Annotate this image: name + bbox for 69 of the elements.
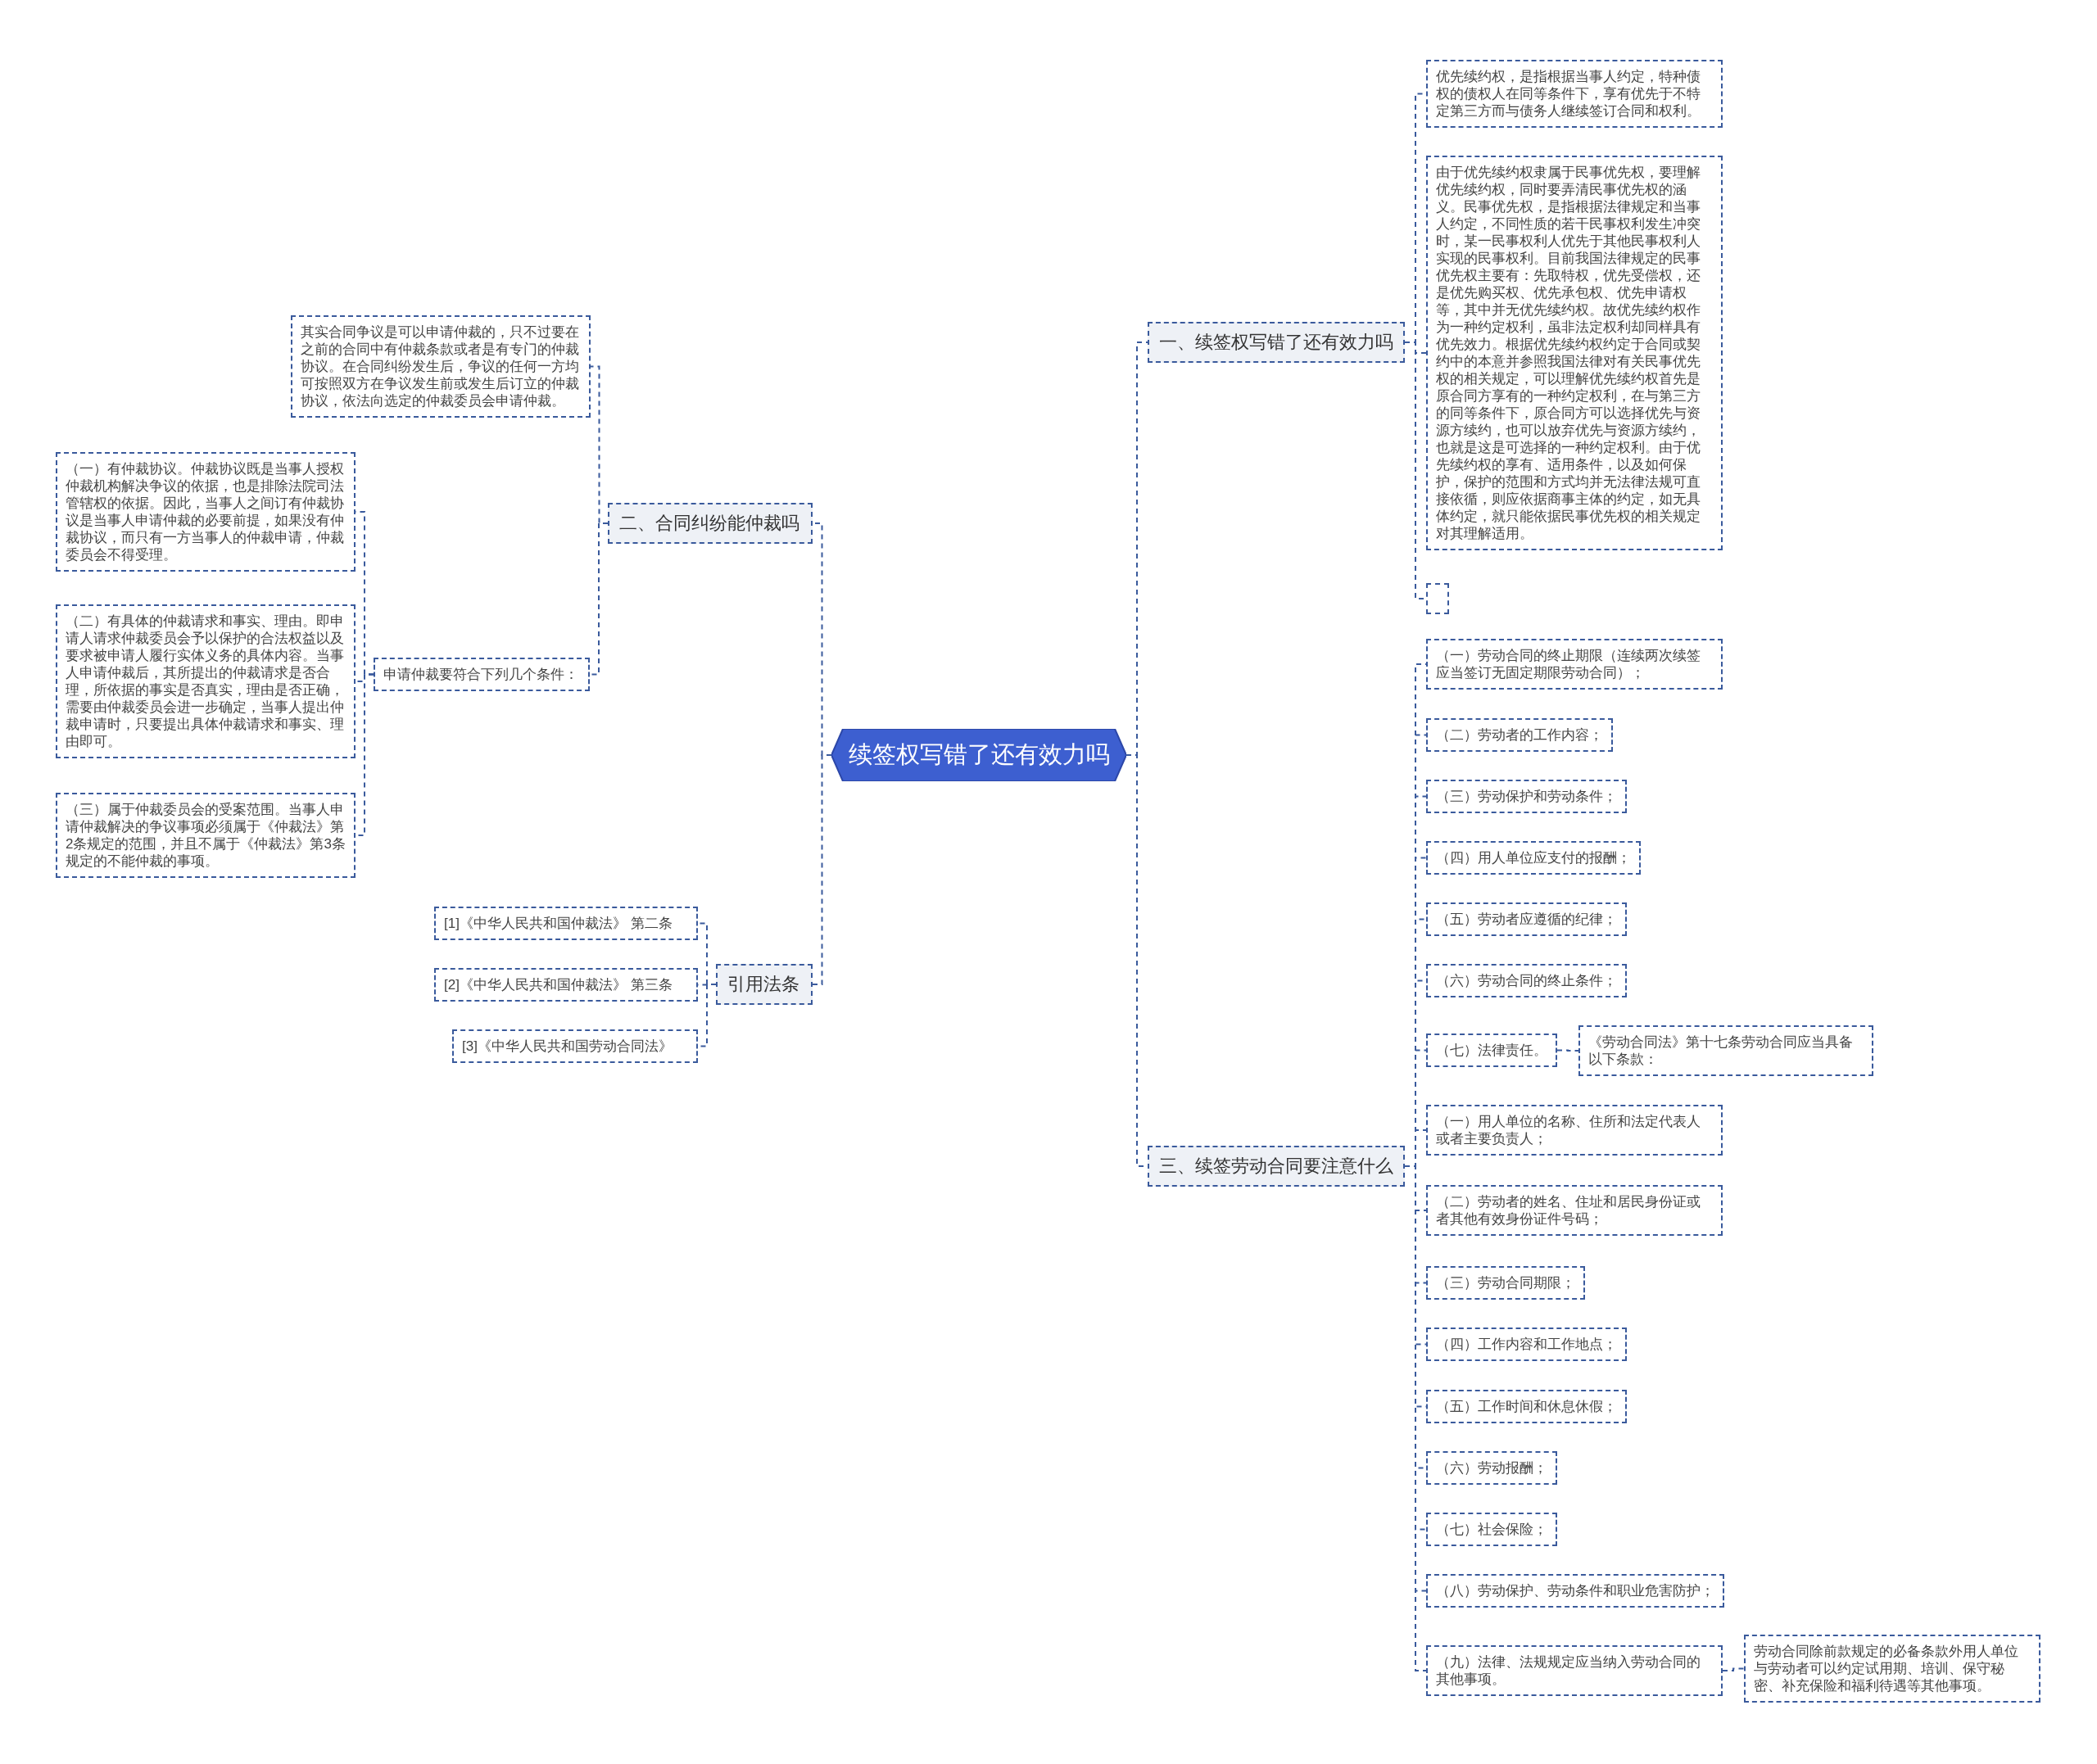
topic-box — [1148, 322, 1405, 363]
topic-box — [608, 503, 813, 544]
connector — [812, 754, 832, 985]
note-text: 其实合同争议是可以申请仲裁的，只不过要在之前的合同中有仲裁条款或者是有专门的仲裁协议。在合同纠纷发生后，争议的任何一方均可按照双方在争议发生前或发生后订立的仲裁协议，依法向选定的仲裁委员会申请仲裁。 — [301, 323, 580, 409]
note-text: （一）劳动合同的终止期限（连续两次续签应当签订无固定期限劳动合同）； — [1436, 647, 1701, 681]
note-box — [374, 658, 590, 691]
topic-text: 续签权写错了还有效力吗 — [848, 740, 1110, 770]
note-box — [1426, 964, 1627, 997]
note-box — [1426, 841, 1641, 875]
note-text: （四）工作内容和工作地点； — [1436, 1336, 1617, 1353]
note-text: [2]《中华人民共和国仲裁法》 第三条 — [444, 976, 673, 993]
note-box — [56, 452, 356, 572]
empty-box — [1426, 583, 1449, 614]
note-box — [1426, 1266, 1585, 1300]
note-text: （二）劳动者的工作内容； — [1436, 726, 1603, 744]
note-box — [1426, 1574, 1724, 1608]
note-box — [1426, 718, 1613, 752]
note-text: [3]《中华人民共和国劳动合同法》 — [462, 1038, 673, 1055]
note-box — [1426, 1645, 1723, 1696]
note-text: [1]《中华人民共和国仲裁法》 第二条 — [444, 915, 673, 932]
note-box — [452, 1029, 698, 1063]
note-text: （三）劳动保护和劳动条件； — [1436, 788, 1617, 805]
central-topic — [831, 729, 1126, 781]
topic-text: 一、续签权写错了还有效力吗 — [1159, 331, 1393, 354]
note-box — [1426, 780, 1627, 813]
topic-box — [716, 964, 813, 1005]
note-box — [1426, 902, 1627, 936]
connector — [1722, 1667, 1745, 1671]
note-text: （一）有仲裁协议。仲裁协议既是当事人授权仲裁机构解决争议的依据，也是排除法院司法管辖权的依据。因此，当事人之间订有仲裁协议是当事人申请仲裁的必要前提，如果没有仲裁协议，而只有一方当事人的仲裁申请，仲裁委员会不得受理。 — [66, 460, 345, 563]
note-box — [1426, 60, 1723, 128]
note-box — [1426, 1390, 1627, 1423]
note-text: 劳动合同除前款规定的必备条款外用人单位与劳动者可以约定试用期、培训、保守秘密、补充保险和福利待遇等其他事项。 — [1754, 1643, 2019, 1694]
note-text: （七）社会保险； — [1436, 1521, 1547, 1538]
connector — [1556, 1049, 1579, 1052]
note-box — [1426, 1513, 1557, 1546]
note-text: （八）劳动保护、劳动条件和职业危害防护； — [1436, 1582, 1714, 1599]
note-text: （二）有具体的仲裁请求和事实、理由。即申请人请求仲裁委员会予以保护的合法权益以及要求被申请人履行实体义务的具体内容。当事人申请仲裁后，其所提出的仲裁请求是否合理，所依据的事实是否真实，理由是否正确，需要由仲裁委员会进一步确定，当事人提出仲裁申请时，只要提出具体仲裁请求和事实、理由即可。 — [66, 613, 345, 750]
topic-text: 二、合同纠纷能仲裁吗 — [619, 512, 800, 535]
note-box — [1426, 1451, 1557, 1485]
note-box — [56, 604, 356, 758]
note-box — [56, 793, 356, 878]
topic-box — [1148, 1146, 1405, 1187]
note-box — [434, 968, 698, 1002]
note-box — [1426, 1185, 1723, 1236]
note-text: （九）法律、法规规定应当纳入劳动合同的其他事项。 — [1436, 1653, 1701, 1688]
note-text: （七）法律责任。 — [1436, 1042, 1547, 1059]
note-box — [1426, 1034, 1557, 1067]
topic-text: 引用法条 — [727, 973, 800, 996]
note-box — [1744, 1635, 2040, 1703]
note-text: （四）用人单位应支付的报酬； — [1436, 849, 1631, 866]
note-box — [1426, 639, 1723, 690]
note-box — [434, 907, 698, 940]
note-text: （六）劳动报酬； — [1436, 1459, 1547, 1477]
note-text: （五）劳动者应遵循的纪律； — [1436, 911, 1617, 928]
note-text: （二）劳动者的姓名、住址和居民身份证或者其他有效身份证件号码； — [1436, 1193, 1701, 1228]
note-text: 申请仲裁要符合下列几个条件： — [383, 666, 579, 683]
note-text: （三）属于仲裁委员会的受案范围。当事人申请仲裁解决的争议事项必须属于《仲裁法》第2条规定的范围，并且不属于《仲裁法》第3条规定的不能仲裁的事项。 — [66, 801, 346, 870]
note-text: （一）用人单位的名称、住所和法定代表人或者主要负责人； — [1436, 1113, 1701, 1147]
note-box — [1426, 1328, 1627, 1361]
note-text: 由于优先续约权隶属于民事优先权，要理解优先续约权，同时要弄清民事优先权的涵义。民事优先权，是指根据法律规定和当事人约定，不同性质的若干民事权利发生冲突时，某一民事权利人优先于其他民事权利人实现的民事权利。目前我国法律规定的民事优先权主要有：先取特权，优先受偿权，还是优先购买权、优先承包权、优先申请权等，其中并无优先续约权。故优先续约权作为一种约定权利，虽非法定权利却同样具有优先效力。根据优先续约权约定于合同或契约中的本意并参照我国法律对有关民事优先权的相关规定，可以理解优先续约权首先是原合同方享有的一种约定权利，在与第三方的同等条件下，原合同方可以选择优先与资源方续约，也可以放弃优先与资源方续约，也就是这是可选择的一种约定权利。由于优先续约权的享有、适用条件，以及如何保护，保护的范围和方式均并无法律法规可直接依循，则应依据商事主体的约定，如无具体约定，就只能依据民事优先权的相关规定对其理解适用。 — [1436, 164, 1701, 542]
note-box — [291, 315, 591, 418]
note-box — [1578, 1025, 1873, 1076]
note-box — [1426, 1105, 1723, 1156]
note-text: （三）劳动合同期限； — [1436, 1274, 1575, 1291]
note-text: 优先续约权，是指根据当事人约定，特种债权的债权人在同等条件下，享有优先于不特定第三方而与债务人继续签订合同和权利。 — [1436, 68, 1701, 120]
topic-text: 三、续签劳动合同要注意什么 — [1159, 1155, 1393, 1178]
note-text: （五）工作时间和休息休假； — [1436, 1398, 1617, 1415]
note-text: （六）劳动合同的终止条件； — [1436, 972, 1617, 989]
note-text: 《劳动合同法》第十七条劳动合同应当具备以下条款： — [1588, 1034, 1854, 1068]
